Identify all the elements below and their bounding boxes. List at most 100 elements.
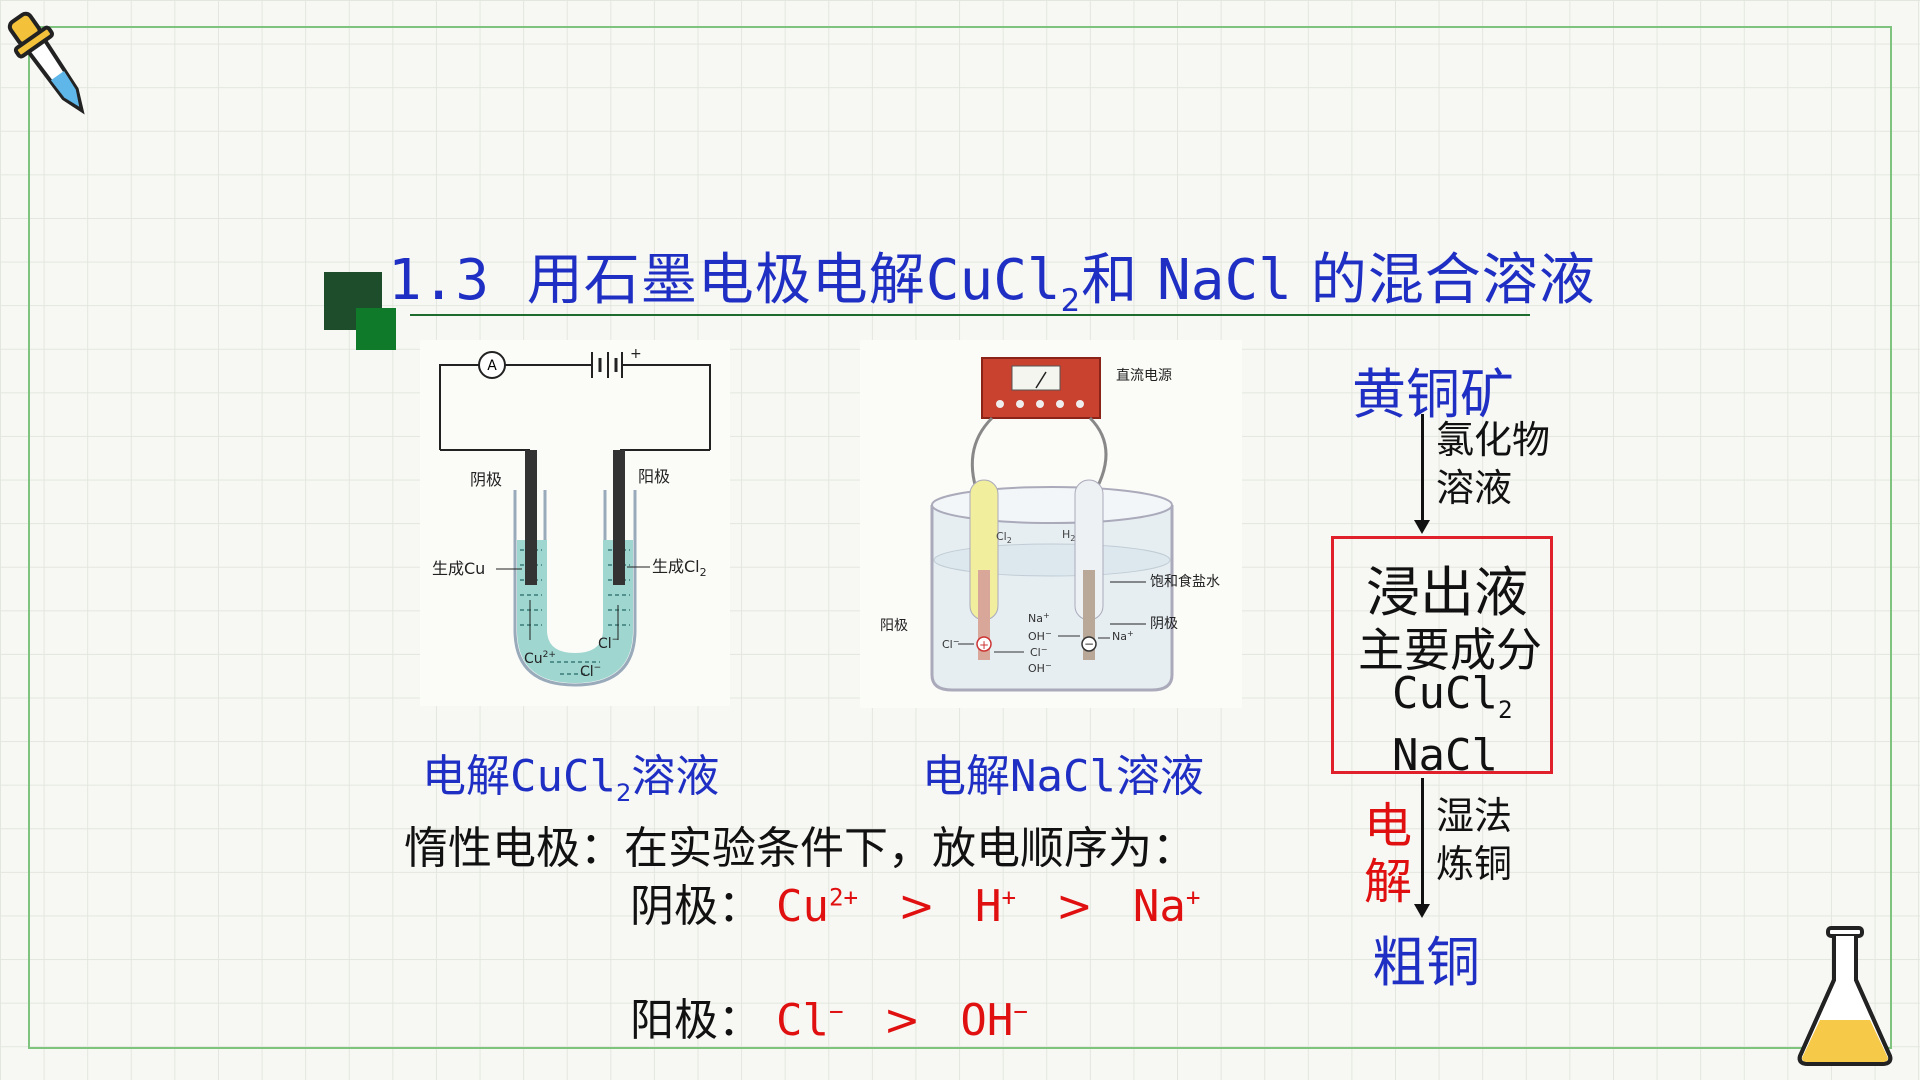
flow-arrow-2 (1421, 778, 1424, 908)
flow-end: 粗铜 (1372, 931, 1480, 994)
title-formula-nacl: NaCl (1157, 248, 1292, 313)
svg-text:Na+: Na+ (1028, 611, 1050, 625)
caption-cucl2-prefix: 电解 (422, 751, 510, 802)
gt-symbol-3: > (883, 995, 921, 1046)
svg-text:+: + (979, 638, 989, 652)
cathode-ion-cu: Cu2+ (776, 881, 859, 932)
svg-text:Cl−: Cl− (580, 663, 601, 680)
anode-label-1: 阳极 (638, 467, 670, 486)
title-formula-cucl-sub: 2 (1060, 283, 1082, 320)
ion-cl-sup: − (612, 635, 620, 645)
brine-label: 饱和食盐水 (1150, 573, 1220, 590)
product-cl2-sub: 2 (700, 566, 707, 579)
leach-liquor-box (1331, 536, 1553, 774)
anode-ion-cl: Cl− (776, 995, 844, 1046)
product-cu-label: 生成Cu (432, 559, 485, 578)
caption-cucl2-sub: 2 (615, 778, 632, 807)
power-supply-label: 直流电源 (1116, 367, 1172, 384)
svg-text:Cu2+: Cu2+ (524, 650, 556, 667)
gas-cl2-sub: 2 (1007, 536, 1012, 545)
flow-step1-line1: 氯化物 (1436, 418, 1551, 462)
box-formula1-base: CuCl (1392, 668, 1498, 719)
ion-cl2-sup: − (594, 663, 602, 673)
box-line2: 主要成分 (1358, 623, 1542, 677)
ion-cl-label: Cl (598, 636, 612, 652)
slide-title: 1.3 用石墨电极电解CuCl2和 NaCl 的混合溶液 (388, 235, 1596, 319)
title-prefix: 用石墨电极电解 (526, 248, 926, 313)
flow-red-char-2: 解 (1364, 854, 1413, 910)
box-formula1-sub: 2 (1497, 695, 1513, 724)
gas-h2-label: H (1062, 528, 1070, 541)
caption-nacl-formula: NaCl (1010, 751, 1116, 802)
box-line1: 浸出液 (1366, 561, 1528, 624)
cathode-ion-na: Na+ (1132, 881, 1201, 932)
ion-oh1-label: OH (1028, 630, 1045, 643)
flow-start: 黄铜矿 (1352, 363, 1514, 426)
svg-text:Cl−: Cl− (942, 637, 959, 651)
caption-cucl2: 电解CuCl2溶液 (422, 740, 719, 807)
svg-text:−: − (1084, 637, 1094, 651)
anode-label-2: 阳极 (880, 618, 908, 634)
ammeter-label: A (487, 358, 497, 374)
ion-cl-left-label: Cl (942, 638, 953, 651)
caption-cucl2-formula: CuCl (510, 751, 616, 802)
ion-cu-label: Cu (524, 651, 543, 667)
caption-nacl-prefix: 电解 (922, 751, 1010, 802)
flow-step1-line2: 溶液 (1436, 466, 1513, 510)
anode-order: 阳极： Cl− > OH− (630, 984, 1028, 1048)
caption-nacl: 电解NaCl溶液 (922, 740, 1204, 804)
title-suffix: 的混合溶液 (1310, 248, 1596, 313)
flask-icon (1797, 926, 1893, 1066)
ion-cl-left-sup: − (953, 637, 960, 646)
title-underline (410, 314, 1530, 316)
ion-na2-sup: + (1127, 629, 1134, 638)
box-formula2: NaCl (1392, 730, 1498, 781)
svg-text:Cl2: Cl2 (996, 530, 1012, 545)
flow-step2-line2: 炼铜 (1436, 842, 1513, 886)
box-formula1: CuCl2 (1392, 668, 1513, 724)
svg-text:+: + (630, 346, 642, 362)
anode-ion-oh: OH− (960, 995, 1028, 1046)
gt-symbol-1: > (898, 881, 935, 932)
ion-na1-sup: + (1043, 611, 1050, 620)
cucl2-electrolysis-diagram: A + 阴极 阳极 生成Cu 生成Cl2 Cu2+ Cl− Cl− (420, 340, 730, 706)
svg-text:生成Cl2: 生成Cl2 (652, 557, 707, 579)
dropper-icon (7, 11, 85, 115)
svg-text:Cl−: Cl− (1030, 645, 1047, 659)
cathode-ion-h: H+ (974, 881, 1017, 932)
flow-step2-note: 湿法 炼铜 (1436, 792, 1512, 888)
ion-oh2-sup: − (1045, 661, 1052, 670)
caption-cucl2-suffix: 溶液 (631, 751, 720, 802)
cathode-order-label: 阴极： (630, 881, 762, 932)
nacl-electrolysis-diagram: 直流电源 + − Cl2 H2 饱和食盐水 阳极 阴极 Na+ OH− Cl− … (860, 340, 1242, 708)
ion-na2-label: Na (1112, 630, 1127, 643)
svg-text:Na+: Na+ (1112, 629, 1134, 643)
ion-oh1-sup: − (1045, 629, 1052, 638)
title-number: 1.3 (388, 248, 490, 313)
slide-frame (28, 26, 1892, 1049)
anode-order-label: 阳极： (630, 995, 762, 1046)
gt-symbol-2: > (1056, 881, 1093, 932)
svg-text:H2: H2 (1062, 528, 1075, 543)
ion-oh2-label: OH (1028, 662, 1045, 675)
ion-cl-mid-sup: − (1041, 645, 1048, 654)
title-mid: 和 (1081, 248, 1139, 313)
title-formula-cucl: CuCl (925, 248, 1061, 313)
discharge-intro: 惰性电极：在实验条件下，放电顺序为： (404, 823, 1196, 874)
flow-arrow-1 (1421, 414, 1424, 524)
flow-step2-line1: 湿法 (1436, 794, 1513, 838)
ion-cl-mid-label: Cl (1030, 646, 1041, 659)
product-cl2-label: 生成Cl (652, 557, 700, 576)
flow-arrowhead-2 (1414, 904, 1430, 918)
cathode-label-2: 阴极 (1150, 616, 1178, 632)
flow-arrowhead-1 (1414, 520, 1430, 534)
ion-cu-sup: 2+ (543, 650, 556, 660)
svg-text:OH−: OH− (1028, 661, 1052, 675)
ion-na1-label: Na (1028, 612, 1043, 625)
cathode-order: 阴极： Cu2+ > H+ > Na+ (630, 870, 1200, 934)
title-marker-icon (324, 272, 396, 350)
flow-step1-note: 氯化物 溶液 (1436, 416, 1550, 512)
svg-text:Cl−: Cl− (598, 635, 619, 652)
caption-nacl-suffix: 溶液 (1115, 751, 1204, 802)
gas-h2-sub: 2 (1070, 534, 1075, 543)
